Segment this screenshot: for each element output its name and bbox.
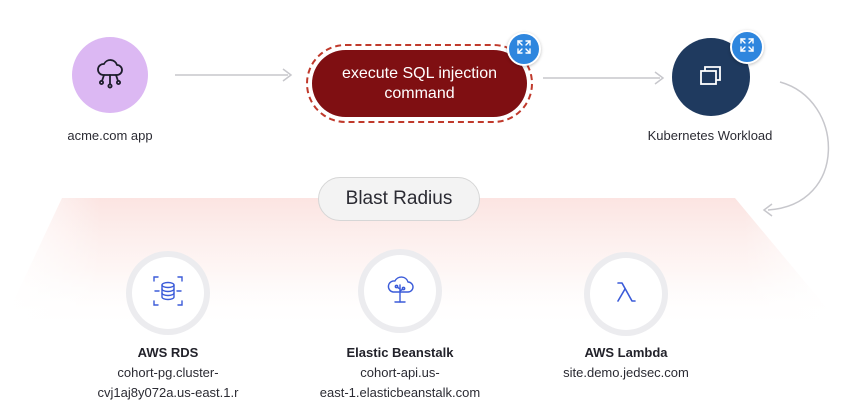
action-node[interactable]: execute SQL injection command	[312, 50, 527, 117]
lambda-icon	[611, 277, 641, 312]
arrowhead-icon	[654, 71, 665, 85]
resource-detail-line2: cvj1aj8y072a.us-east.1.r	[97, 385, 239, 400]
action-label-line2: command	[384, 84, 455, 102]
resource-detail-beanstalk: cohort-api.us- east-1.elasticbeanstalk.c…	[300, 363, 500, 403]
connector-target-to-blast	[767, 81, 830, 211]
resource-detail-line1: site.demo.jedsec.com	[563, 365, 689, 380]
blast-radius-title[interactable]: Blast Radius	[318, 177, 480, 221]
resource-detail-line1: cohort-api.us-	[360, 365, 440, 380]
expand-icon	[516, 39, 532, 60]
resource-detail-lambda: site.demo.jedsec.com	[526, 363, 726, 383]
resource-node-beanstalk[interactable]	[358, 249, 442, 333]
expand-icon	[739, 37, 755, 58]
action-node-border	[306, 44, 533, 123]
beanstalk-cloud-icon	[383, 272, 417, 311]
resource-detail-line1: cohort-pg.cluster-	[117, 365, 219, 380]
resource-name-rds: AWS RDS	[137, 345, 199, 360]
source-node-label: acme.com app	[67, 128, 153, 143]
source-node[interactable]	[72, 37, 148, 113]
cloud-network-icon	[93, 56, 127, 95]
arrowhead-icon	[762, 203, 773, 217]
resource-detail-rds: cohort-pg.cluster- cvj1aj8y072a.us-east.…	[68, 363, 268, 403]
stacked-windows-icon	[697, 61, 725, 94]
resource-name-beanstalk: Elastic Beanstalk	[346, 345, 454, 360]
target-node-label: Kubernetes Workload	[647, 128, 773, 143]
arrowhead-icon	[282, 68, 293, 82]
target-expand-button[interactable]	[730, 30, 764, 64]
resource-node-rds[interactable]	[126, 251, 210, 335]
action-label-line1: execute SQL injection	[341, 64, 498, 82]
resource-detail-line2: east-1.elasticbeanstalk.com	[319, 385, 481, 400]
resource-name-lambda: AWS Lambda	[584, 345, 668, 360]
resource-node-lambda[interactable]	[584, 252, 668, 336]
action-expand-button[interactable]	[507, 32, 541, 66]
database-icon	[151, 274, 185, 313]
